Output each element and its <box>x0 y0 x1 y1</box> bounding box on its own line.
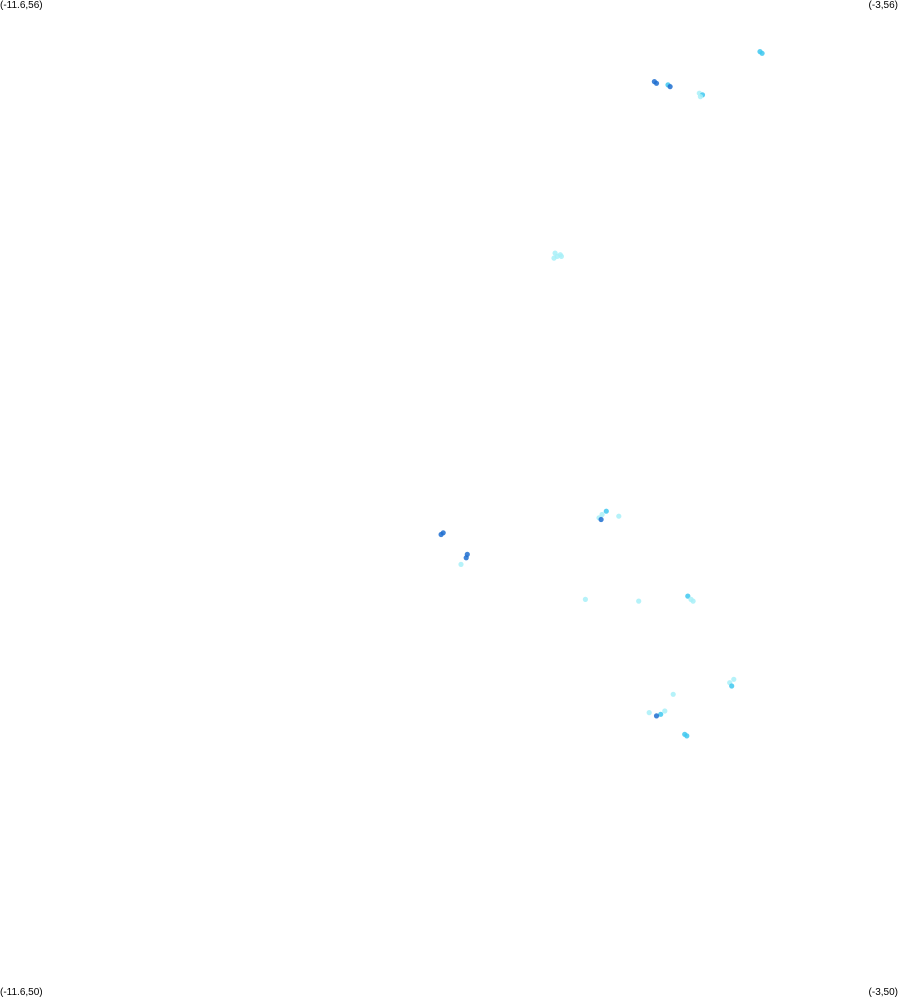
map-point <box>558 253 565 259</box>
map-point <box>552 250 558 256</box>
points-layer <box>438 49 765 739</box>
map-point <box>653 713 660 719</box>
map-point <box>684 733 690 739</box>
map-point <box>662 708 668 714</box>
map-point <box>729 683 735 689</box>
corner-label-bottom-left: (-11.6,50) <box>0 987 43 998</box>
corner-label-top-right: (-3,56) <box>868 0 898 11</box>
map-point <box>697 94 704 100</box>
map-point <box>603 508 609 514</box>
map-point <box>731 676 737 682</box>
map-point <box>458 561 464 568</box>
map-point <box>658 711 664 717</box>
map-point <box>685 593 691 599</box>
corner-label-top-left: (-11.6,56) <box>0 0 43 11</box>
map-point <box>463 555 469 561</box>
map-point <box>646 710 652 716</box>
map-point <box>759 50 765 56</box>
corner-label-bottom-right: (-3,50) <box>868 987 898 998</box>
map-point <box>599 511 605 518</box>
map-point <box>667 84 673 90</box>
map-point <box>670 691 676 697</box>
map-point <box>616 513 622 519</box>
map-point <box>582 596 589 603</box>
map-point <box>598 516 604 523</box>
map-point <box>440 530 446 536</box>
map-point <box>636 598 642 604</box>
map-point <box>688 596 694 603</box>
map-point <box>653 80 660 86</box>
